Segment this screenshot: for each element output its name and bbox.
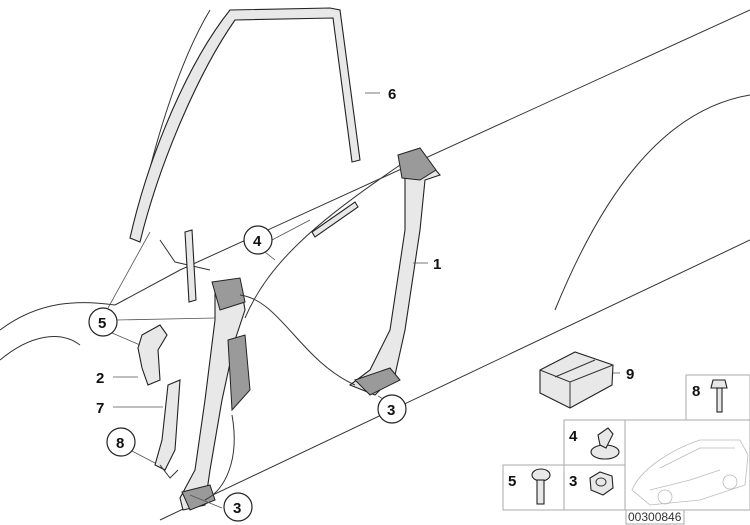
svg-text:3: 3: [233, 500, 241, 517]
svg-text:6: 6: [388, 86, 396, 103]
callout-3-bottom: 3: [223, 492, 253, 522]
callout-8: 8: [106, 427, 136, 457]
callout-3-right: 3: [377, 394, 407, 424]
legend-nut: 3: [569, 471, 614, 496]
svg-text:1: 1: [433, 256, 441, 273]
guide-rail-part: [154, 379, 181, 479]
svg-text:5: 5: [508, 473, 516, 490]
legend-clip: 4: [569, 427, 620, 460]
legend-screw: 5: [508, 468, 551, 505]
leader-lines: [107, 92, 620, 509]
repair-kit-box: [539, 351, 614, 409]
callout-7: 7: [96, 400, 104, 417]
window-regulator-part: [179, 147, 441, 511]
svg-text:4: 4: [569, 428, 578, 445]
callout-1: 1: [433, 256, 441, 273]
svg-text:4: 4: [253, 233, 262, 250]
callout-6: 6: [388, 86, 396, 103]
svg-text:3: 3: [387, 402, 395, 419]
window-guide-part: [129, 7, 361, 303]
callout-4: 4: [243, 225, 273, 255]
callout-2: 2: [96, 370, 104, 387]
svg-text:2: 2: [96, 370, 104, 387]
svg-text:7: 7: [96, 400, 104, 417]
svg-text:8: 8: [692, 383, 700, 400]
legend-bolt: 8: [692, 379, 728, 413]
callout-5: 5: [88, 307, 118, 337]
svg-text:3: 3: [569, 473, 577, 490]
callout-9: 9: [626, 366, 634, 383]
svg-text:9: 9: [626, 366, 634, 383]
motor-part: [137, 324, 168, 386]
car-thumbnail: [631, 439, 749, 506]
svg-text:8: 8: [116, 435, 124, 452]
svg-text:00300846: 00300846: [628, 510, 682, 524]
diagram-code: 00300846: [625, 509, 685, 525]
svg-text:5: 5: [98, 315, 106, 332]
